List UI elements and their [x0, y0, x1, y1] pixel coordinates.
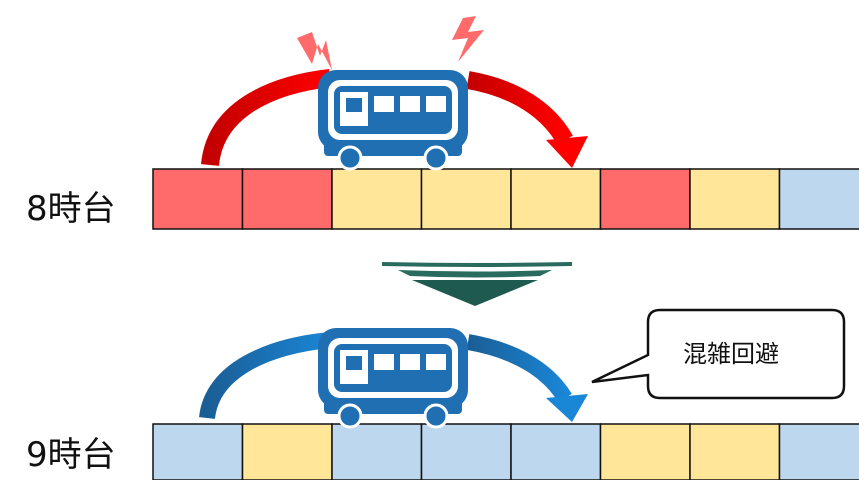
time-slot-cell	[778, 168, 859, 230]
row-label-8: 8時台	[26, 189, 116, 229]
time-slot-cell	[689, 168, 781, 230]
time-slot-row-9	[152, 423, 859, 480]
time-slot-cell	[510, 168, 602, 230]
row-label-9: 9時台	[26, 435, 116, 475]
train-icon	[318, 70, 468, 171]
time-slot-cell	[241, 168, 333, 230]
time-slot-cell	[241, 423, 333, 480]
time-slot-row-8	[152, 168, 859, 230]
down-arrow-icon	[382, 262, 572, 306]
time-slot-cell	[510, 423, 602, 480]
time-slot-cell	[152, 168, 244, 230]
lightning-icon	[452, 16, 484, 62]
lightning-icon	[297, 32, 332, 70]
time-slot-cell	[599, 168, 691, 230]
curved-arrow-icon	[201, 69, 588, 168]
callout-bubble	[591, 308, 846, 400]
time-slot-cell	[331, 423, 423, 480]
curved-arrow-icon	[199, 332, 588, 422]
time-slot-cell	[152, 423, 244, 480]
time-slot-cell	[689, 423, 781, 480]
train-icon	[318, 328, 468, 429]
time-slot-cell	[420, 168, 512, 230]
callout-text: 混雑回避	[683, 340, 779, 368]
time-slot-cell	[331, 168, 423, 230]
time-slot-cell	[420, 423, 512, 480]
time-slot-cell	[599, 423, 691, 480]
time-slot-cell	[778, 423, 859, 480]
